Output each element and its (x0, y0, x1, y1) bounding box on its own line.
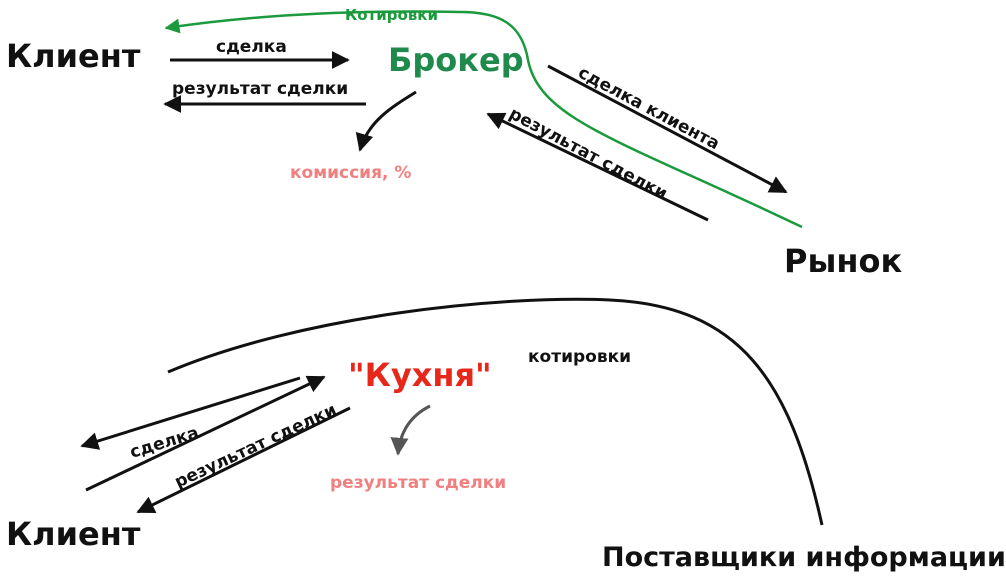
result-label-top: результат сделки (172, 79, 348, 99)
quotes-label-top: Котировки (345, 6, 438, 24)
client-node-top: Клиент (6, 37, 141, 75)
kitchen-result-label: результат сделки (330, 473, 506, 493)
quotes-curve-green (164, 10, 803, 229)
commission-label: комиссия, % (290, 163, 411, 183)
kitchen-result-arrow (390, 404, 431, 456)
commission-arrow (355, 90, 417, 152)
result-arrow-bottom-lower (136, 406, 351, 514)
deal-label-top: сделка (216, 37, 287, 57)
client-deal-arrow (547, 64, 788, 194)
client-deal-label: сделка клиента (575, 63, 723, 154)
deal-arrow-bottom (80, 376, 301, 450)
info-providers-node: Поставщики информации (602, 542, 1006, 573)
market-node: Рынок (784, 242, 902, 280)
market-result-arrow (486, 112, 709, 222)
result-label-bottom: результат сделки (172, 400, 340, 493)
quotes-label-bottom: котировки (528, 347, 631, 367)
result-arrow-bottom-upper (85, 375, 326, 492)
quotes-curve-black (167, 297, 824, 526)
broker-node: Брокер (388, 41, 524, 79)
kitchen-node: "Кухня" (348, 356, 492, 394)
client-node-bottom: Клиент (6, 515, 141, 553)
